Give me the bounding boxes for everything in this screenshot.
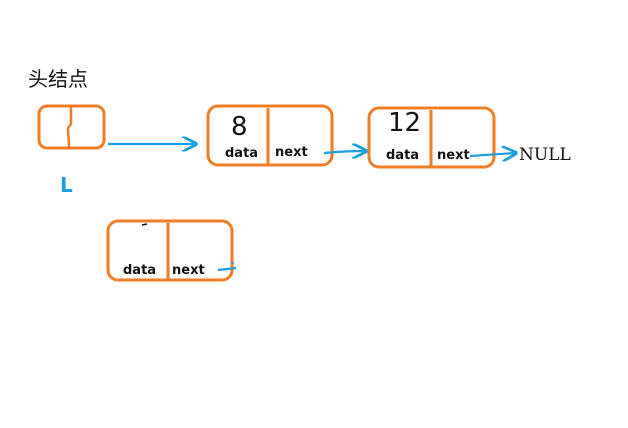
list-node-2: 12 data next (367, 106, 496, 169)
node3-box (106, 219, 234, 282)
node1-value: 8 (231, 112, 248, 142)
node2-box (367, 106, 496, 169)
head-node-divider (66, 106, 73, 148)
node2-next-label: next (437, 148, 470, 163)
arrow-node2-to-null (469, 153, 516, 156)
node1-next-label: next (275, 145, 308, 160)
node3-next-stub-arrow (217, 266, 237, 272)
arrow-node1-to-node2 (323, 151, 366, 153)
head-node-caption: 头结点 (28, 67, 88, 91)
new-list-node: data next (106, 219, 237, 282)
node2-data-label: data (386, 148, 419, 163)
node1-data-label: data (225, 146, 258, 161)
node1-box (206, 104, 334, 167)
head-node-box (37, 104, 106, 150)
node2-value: 12 (388, 108, 421, 138)
head-node (37, 104, 106, 150)
node3-data-label: data (123, 263, 156, 278)
node3-value-mark (141, 223, 148, 226)
null-terminator-label: NULL (519, 145, 571, 165)
node3-next-label: next (172, 263, 205, 278)
pointer-label: L (60, 173, 73, 197)
list-node-1: 8 data next (206, 104, 334, 167)
